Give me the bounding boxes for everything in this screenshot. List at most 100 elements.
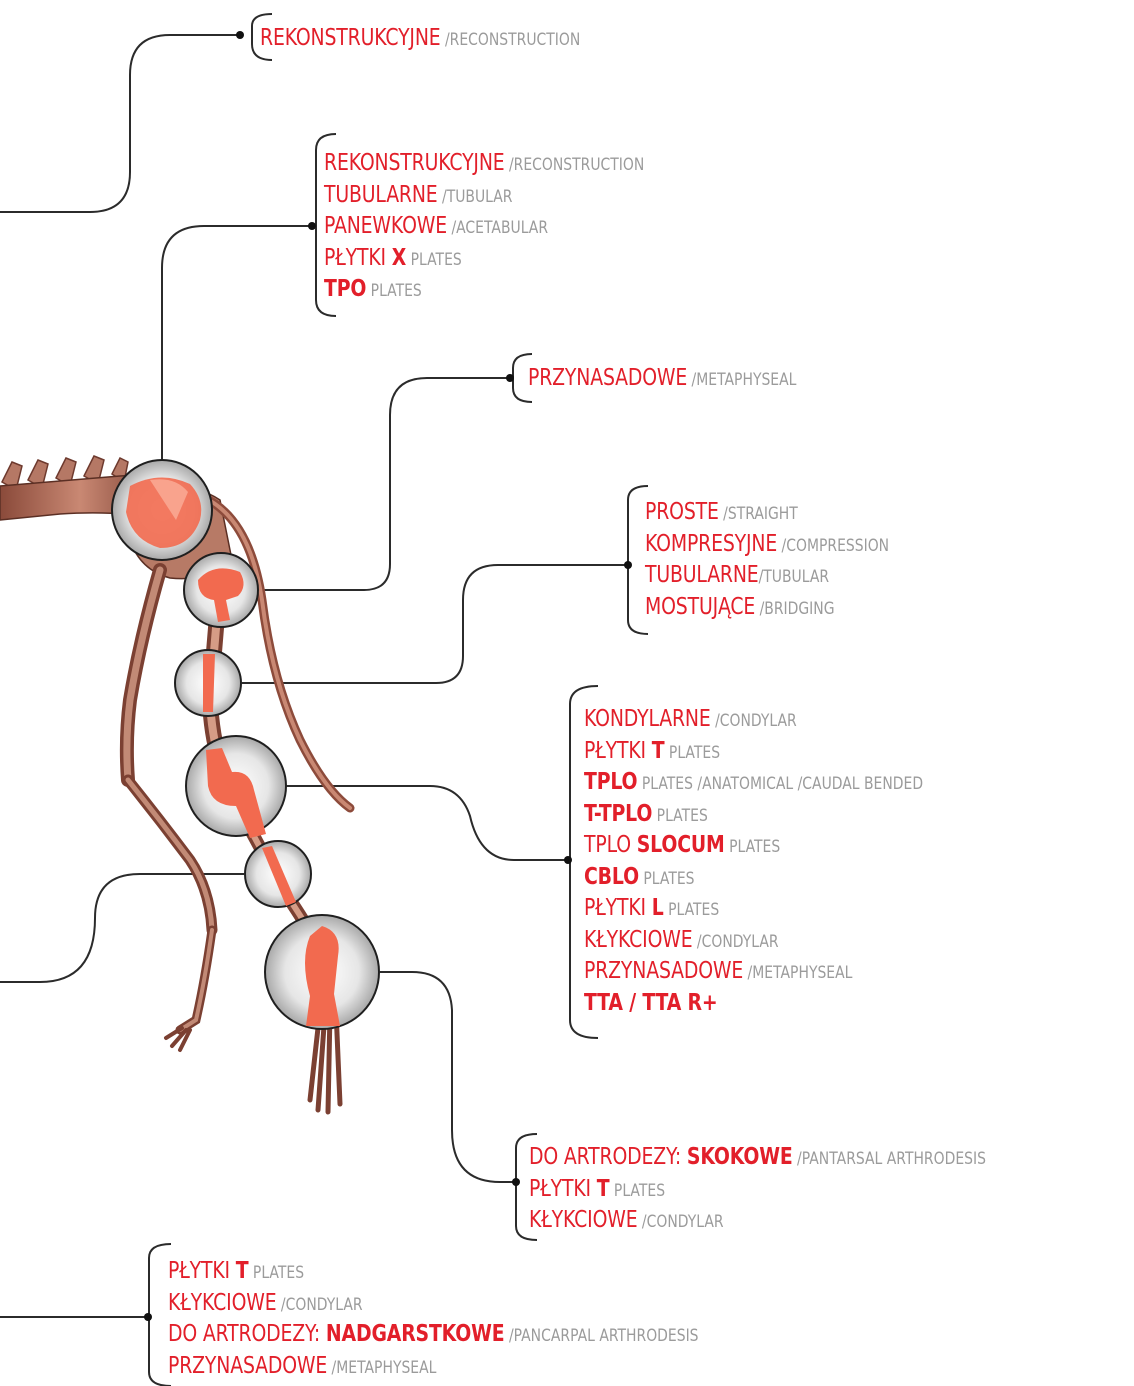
plate-type-name: REKONSTRUKCYJNE [324, 150, 505, 176]
plate-type-item: PŁYTKI L PLATES [584, 893, 923, 925]
plate-type-name: T [597, 1176, 610, 1202]
plate-type-name: DO ARTRODEZY: [168, 1321, 326, 1347]
plate-type-name: DO ARTRODEZY: [529, 1144, 687, 1170]
plate-type-item: TUBULARNE /TUBULAR [324, 180, 644, 212]
connector-stifle [286, 786, 568, 860]
plate-type-name: TPLO [584, 832, 637, 858]
label-group-proximal-femur: PRZYNASADOWE /METAPHYSEAL [528, 363, 855, 395]
plate-type-translation: /METAPHYSEAL [327, 1358, 436, 1378]
connector-tarsus [380, 972, 516, 1182]
plate-type-name: SLOCUM [637, 832, 725, 858]
plate-type-item: PRZYNASADOWE /METAPHYSEAL [168, 1351, 699, 1383]
plate-type-item: T-TPLO PLATES [584, 799, 923, 831]
plate-type-name: PANEWKOWE [324, 213, 447, 239]
plate-type-item: TPLO PLATES /ANATOMICAL /CAUDAL BENDED [584, 767, 923, 799]
plate-type-item: KŁYKCIOWE /CONDYLAR [584, 925, 923, 957]
plate-type-translation: PLATES [249, 1263, 305, 1283]
connector-femur-shaft [242, 565, 628, 683]
plate-type-translation: /PANCARPAL ARTHRODESIS [505, 1326, 699, 1346]
plate-type-translation: PLATES [610, 1181, 666, 1201]
plate-type-translation: /CONDYLAR [711, 711, 797, 731]
plate-type-item: KOMPRESYJNE /COMPRESSION [645, 529, 889, 561]
lens-femur-shaft [175, 650, 241, 716]
plate-type-name: PŁYTKI [324, 245, 392, 271]
plate-type-name: PŁYTKI [168, 1258, 236, 1284]
plate-type-item: PRZYNASADOWE /METAPHYSEAL [528, 363, 796, 395]
plate-type-name: KŁYKCIOWE [168, 1290, 276, 1316]
plate-type-translation: /COMPRESSION [777, 536, 889, 556]
lens-tibia [245, 841, 311, 907]
label-group-tarsus: DO ARTRODEZY: SKOKOWE /PANTARSAL ARTHROD… [529, 1142, 1086, 1237]
plate-type-translation: PLATES [652, 806, 708, 826]
plate-type-item: PŁYTKI T PLATES [584, 736, 923, 768]
plate-type-translation: /STRAIGHT [719, 504, 798, 524]
plate-type-name: PŁYTKI [584, 895, 652, 921]
plate-type-name: TUBULARNE [645, 562, 759, 588]
plate-type-translation: /TUBULAR [438, 187, 513, 207]
label-group-spine-top: REKONSTRUKCYJNE /RECONSTRUCTION [260, 23, 651, 55]
plate-type-name: CBLO [584, 864, 639, 890]
connector-pelvis [162, 226, 312, 462]
plate-type-translation: /RECONSTRUCTION [505, 155, 645, 175]
plate-type-item: REKONSTRUKCYJNE /RECONSTRUCTION [260, 23, 580, 55]
plate-type-item: PŁYTKI T PLATES [168, 1256, 699, 1288]
plate-type-item: CBLO PLATES [584, 862, 923, 894]
plate-type-translation: PLATES [725, 837, 781, 857]
plate-type-translation: /RECONSTRUCTION [441, 30, 581, 50]
far-paw [166, 1028, 190, 1050]
plate-type-translation: PLATES [406, 250, 462, 270]
plate-type-name: MOSTUJĄCE [645, 594, 755, 620]
plate-type-name: REKONSTRUKCYJNE [260, 25, 441, 51]
plate-type-name: NADGARSTKOWE [326, 1321, 505, 1347]
connector-proximal-femur [258, 378, 510, 590]
plate-type-item: MOSTUJĄCE /BRIDGING [645, 592, 889, 624]
plate-type-translation: /BRIDGING [755, 599, 834, 619]
plate-type-translation: /CONDYLAR [692, 932, 778, 952]
plate-type-item: PANEWKOWE /ACETABULAR [324, 211, 644, 243]
plate-type-name: TUBULARNE [324, 182, 438, 208]
plate-type-name: KŁYKCIOWE [529, 1207, 637, 1233]
plate-type-name: TTA / TTA R+ [584, 990, 718, 1016]
lens-stifle [186, 736, 286, 838]
plate-type-item: PŁYTKI T PLATES [529, 1174, 986, 1206]
plate-type-item: PRZYNASADOWE /METAPHYSEAL [584, 956, 923, 988]
plate-type-item: TTA / TTA R+ [584, 988, 923, 1020]
lens-pelvis [112, 460, 212, 560]
plate-type-translation: /ACETABULAR [447, 218, 548, 238]
plate-type-translation: /METAPHYSEAL [743, 963, 852, 983]
plate-type-item: DO ARTRODEZY: SKOKOWE /PANTARSAL ARTHROD… [529, 1142, 986, 1174]
plate-type-translation: /CONDYLAR [637, 1212, 723, 1232]
plate-type-name: PROSTE [645, 499, 719, 525]
plate-type-translation: /METAPHYSEAL [687, 370, 796, 390]
plate-type-item: REKONSTRUKCYJNE /RECONSTRUCTION [324, 148, 644, 180]
plate-type-name: PRZYNASADOWE [528, 365, 687, 391]
plate-type-translation: /PANTARSAL ARTHRODESIS [793, 1149, 986, 1169]
plate-type-name: PŁYTKI [584, 738, 652, 764]
plate-type-name: KONDYLARNE [584, 706, 711, 732]
plate-type-name: TPO [324, 276, 366, 302]
plate-type-translation: /CONDYLAR [276, 1295, 362, 1315]
plate-type-name: X [392, 245, 406, 271]
plate-type-name: KOMPRESYJNE [645, 531, 777, 557]
plate-type-item: KŁYKCIOWE /CONDYLAR [168, 1288, 699, 1320]
plate-type-translation: PLATES /ANATOMICAL /CAUDAL BENDED [637, 774, 923, 794]
plate-type-translation: PLATES [366, 281, 422, 301]
plate-type-name: PŁYTKI [529, 1176, 597, 1202]
plate-type-name: PRZYNASADOWE [168, 1353, 327, 1379]
plate-type-item: PŁYTKI X PLATES [324, 243, 644, 275]
plate-type-translation: PLATES [665, 743, 721, 763]
plate-type-translation: PLATES [639, 869, 695, 889]
plate-type-name: T [236, 1258, 249, 1284]
plate-type-name: T [652, 738, 665, 764]
plate-type-item: TUBULARNE/TUBULAR [645, 560, 889, 592]
plate-type-item: TPLO SLOCUM PLATES [584, 830, 923, 862]
plate-type-item: PROSTE /STRAIGHT [645, 497, 889, 529]
connector-spine-top [0, 35, 240, 212]
plate-type-translation: PLATES [664, 900, 720, 920]
plate-type-name: PRZYNASADOWE [584, 958, 743, 984]
plate-type-name: L [652, 895, 664, 921]
